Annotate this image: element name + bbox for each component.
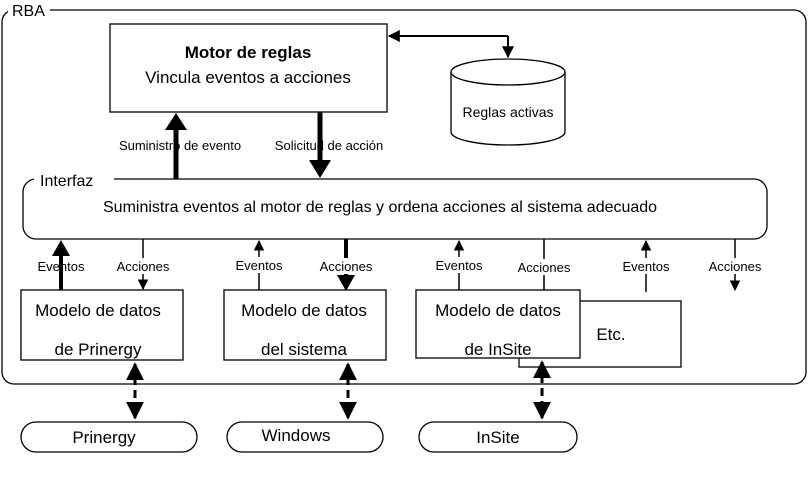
actions-label-4: Acciones bbox=[709, 259, 762, 274]
prinergy-system: Prinergy bbox=[20, 421, 198, 453]
actions-label-2: Acciones bbox=[320, 259, 373, 274]
system-model-line1: Modelo de datos bbox=[241, 301, 367, 320]
rules-engine-box: Motor de reglas Vincula eventos a accion… bbox=[109, 23, 388, 113]
events-label-4: Eventos bbox=[623, 259, 670, 274]
prinergy-model-line2: de Prinergy bbox=[55, 340, 142, 359]
engine-store-connector bbox=[387, 30, 514, 59]
rba-label: RBA bbox=[12, 3, 45, 20]
events-label-3: Eventos bbox=[436, 258, 483, 273]
insite-label: InSite bbox=[476, 428, 519, 447]
interface-bar: Interfaz Suministra eventos al motor de … bbox=[22, 170, 768, 240]
event-supply-arrow bbox=[165, 113, 187, 180]
insite-model-line2: de InSite bbox=[464, 340, 531, 359]
etc-label: Etc. bbox=[596, 325, 625, 344]
interface-label: Interfaz bbox=[40, 173, 93, 190]
rules-engine-subtitle: Vincula eventos a acciones bbox=[145, 68, 351, 87]
rules-engine-title: Motor de reglas bbox=[185, 43, 312, 62]
rba-frame: RBA bbox=[1, 2, 807, 385]
event-supply-label: Suministro de evento bbox=[119, 138, 241, 153]
events-arrow-1 bbox=[52, 240, 70, 290]
system-data-model: Modelo de datos del sistema bbox=[223, 289, 387, 361]
action-request-label: Solicitud de acción bbox=[275, 138, 383, 153]
windows-system: Windows bbox=[226, 421, 384, 453]
interface-description: Suministra eventos al motor de reglas y … bbox=[103, 199, 657, 216]
prinergy-data-model: Modelo de datos de Prinergy bbox=[20, 289, 184, 361]
active-rules-store: Reglas activas bbox=[450, 58, 566, 146]
events-label-2: Eventos bbox=[236, 258, 283, 273]
windows-label: Windows bbox=[262, 426, 331, 445]
insite-data-model: Modelo de datos de InSite bbox=[415, 289, 581, 359]
insite-system: InSite bbox=[418, 421, 578, 453]
system-model-line2: del sistema bbox=[261, 340, 348, 359]
insite-model-line1: Modelo de datos bbox=[435, 301, 561, 320]
actions-label-1: Acciones bbox=[117, 259, 170, 274]
active-rules-label: Reglas activas bbox=[462, 104, 553, 120]
prinergy-model-line1: Modelo de datos bbox=[35, 301, 161, 320]
action-request-arrow bbox=[309, 112, 331, 178]
prinergy-label: Prinergy bbox=[72, 428, 136, 447]
actions-label-3: Acciones bbox=[518, 260, 571, 275]
events-label-1: Eventos bbox=[38, 259, 85, 274]
